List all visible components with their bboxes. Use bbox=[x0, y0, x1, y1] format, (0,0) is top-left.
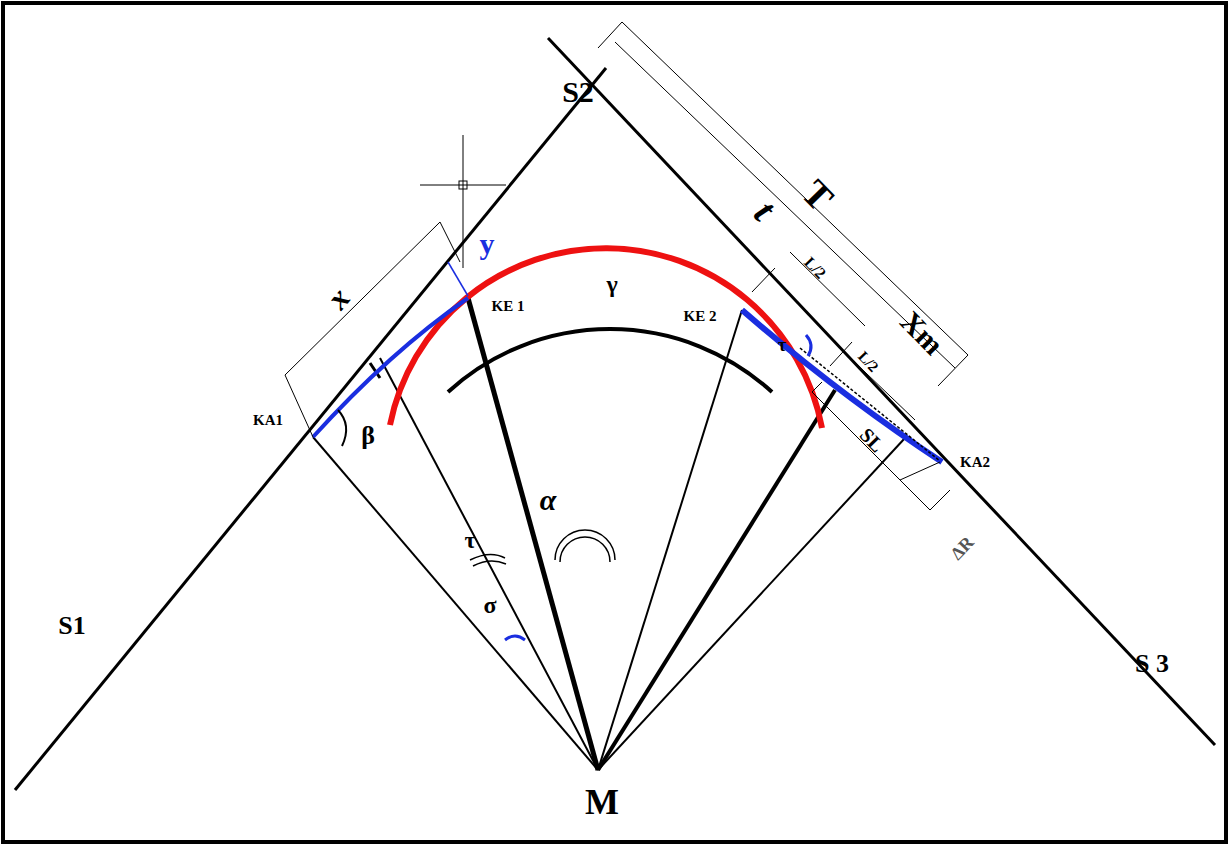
dimension-t bbox=[598, 22, 968, 420]
chord-line bbox=[800, 348, 940, 461]
extension-line bbox=[598, 22, 622, 48]
angle-label: τ bbox=[776, 336, 788, 354]
dimension-line bbox=[842, 350, 915, 420]
crosshair bbox=[420, 135, 506, 268]
dimension-label: SL bbox=[855, 423, 889, 457]
dimension-label: T bbox=[794, 171, 842, 219]
dimension-label: L/2 bbox=[854, 348, 883, 377]
dimension-label: x bbox=[319, 280, 356, 316]
extension-line bbox=[900, 462, 940, 480]
angle-arc bbox=[473, 561, 506, 566]
radial-line bbox=[598, 390, 835, 770]
point-name: KA2 bbox=[958, 455, 992, 470]
crosshair-box bbox=[459, 181, 467, 189]
point-name: KE 2 bbox=[682, 309, 719, 324]
angle-arc bbox=[555, 530, 615, 560]
clothoid-curve bbox=[313, 298, 468, 437]
dimension-label: L/2 bbox=[800, 253, 830, 284]
extension-line bbox=[930, 490, 950, 510]
point-name: S2 bbox=[560, 77, 596, 107]
angle-arc bbox=[806, 335, 811, 356]
dimension-label: t bbox=[746, 192, 783, 229]
extension-line bbox=[440, 222, 460, 262]
radial-line bbox=[380, 358, 598, 770]
crosshair-line bbox=[420, 185, 506, 186]
angle-label: γ bbox=[604, 272, 619, 296]
frame bbox=[3, 3, 1226, 842]
angle-arc bbox=[470, 554, 505, 560]
dimension-label: Xm bbox=[894, 304, 951, 361]
tangent-s1 bbox=[15, 68, 606, 790]
extension-line bbox=[900, 480, 930, 510]
dimension-line bbox=[285, 222, 440, 375]
radial-line bbox=[313, 437, 598, 770]
extension-line bbox=[285, 375, 313, 437]
extension-line bbox=[752, 268, 775, 292]
crosshair-line bbox=[463, 135, 464, 268]
angle-arc bbox=[448, 329, 772, 392]
angle-label: τ bbox=[462, 528, 477, 552]
dimension-line bbox=[790, 252, 865, 326]
extension-line bbox=[830, 342, 852, 366]
dimension-line bbox=[615, 42, 955, 368]
angle-label: σ bbox=[481, 593, 498, 617]
circular-arc bbox=[390, 248, 822, 428]
angle-arc bbox=[505, 636, 525, 640]
angle-arc bbox=[560, 537, 610, 562]
dimension-x bbox=[285, 222, 460, 437]
radial-line bbox=[598, 310, 742, 770]
extension-line bbox=[812, 382, 822, 392]
dimension-sl bbox=[812, 382, 950, 510]
tangent-s3 bbox=[548, 38, 1215, 745]
line-name: S 3 bbox=[1133, 651, 1171, 677]
radial-line bbox=[468, 298, 598, 770]
extension-line bbox=[938, 355, 968, 386]
point-name: KA1 bbox=[251, 413, 285, 428]
dimension-y bbox=[448, 262, 468, 296]
point-name: KE 1 bbox=[490, 299, 527, 314]
line-name: S1 bbox=[56, 613, 87, 639]
dimension-line bbox=[812, 392, 900, 480]
dimension-label: y bbox=[478, 229, 497, 259]
radial-line bbox=[598, 438, 905, 770]
point-name: M bbox=[583, 784, 621, 820]
angle-arc bbox=[338, 410, 346, 446]
angle-label: α bbox=[538, 485, 559, 515]
angle-label: β bbox=[359, 423, 377, 449]
dimension-label: ΔR bbox=[946, 532, 979, 565]
